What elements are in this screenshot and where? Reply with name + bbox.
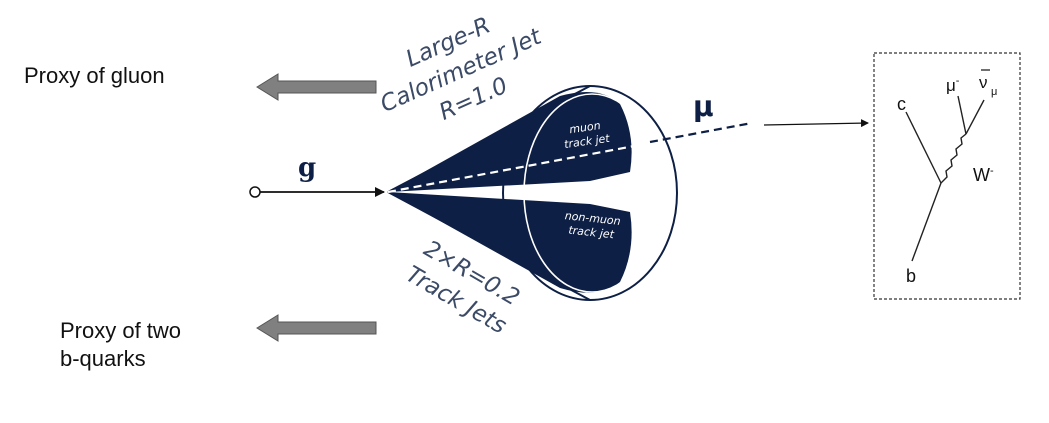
w-boson-label: W-	[973, 165, 994, 185]
muon-line-inside	[387, 122, 753, 194]
gluon-symbol: g	[298, 153, 316, 183]
muon-symbol: μ	[693, 90, 714, 123]
decay-muon-label: μ-	[946, 75, 960, 95]
neutrino-label: ν μ	[979, 69, 997, 98]
nonmuon-track-jet-label-line1: non-muon	[564, 209, 621, 228]
decay-connector-arrow	[763, 119, 869, 128]
proxy-gluon-label: Proxy of gluon	[24, 63, 165, 88]
gluon-proxy-arrow	[256, 73, 377, 101]
muon-track-jet-label-line2: track jet	[563, 132, 611, 151]
bquarks-proxy-arrow	[256, 314, 377, 342]
decay-box	[873, 52, 1021, 300]
svg-text:μ: μ	[991, 86, 997, 98]
proxy-bquarks-label-line2: b-quarks	[60, 346, 146, 371]
charm-quark-label: c	[897, 94, 906, 114]
muon-line	[649, 121, 753, 144]
nonmuon-track-jet-label-line2: track jet	[568, 224, 615, 242]
muon-track-jet-label-line1: muon	[569, 119, 602, 136]
proxy-bquarks-label-line1: Proxy of two	[60, 318, 181, 343]
non-muon-track-jet	[388, 192, 632, 293]
svg-text:ν: ν	[979, 73, 988, 92]
decay-diagram	[905, 95, 985, 262]
bottom-quark-label: b	[906, 266, 916, 286]
gluon-origin-marker	[249, 186, 261, 198]
inner-cone-ring	[523, 93, 661, 293]
muon-track-jet	[388, 91, 632, 192]
